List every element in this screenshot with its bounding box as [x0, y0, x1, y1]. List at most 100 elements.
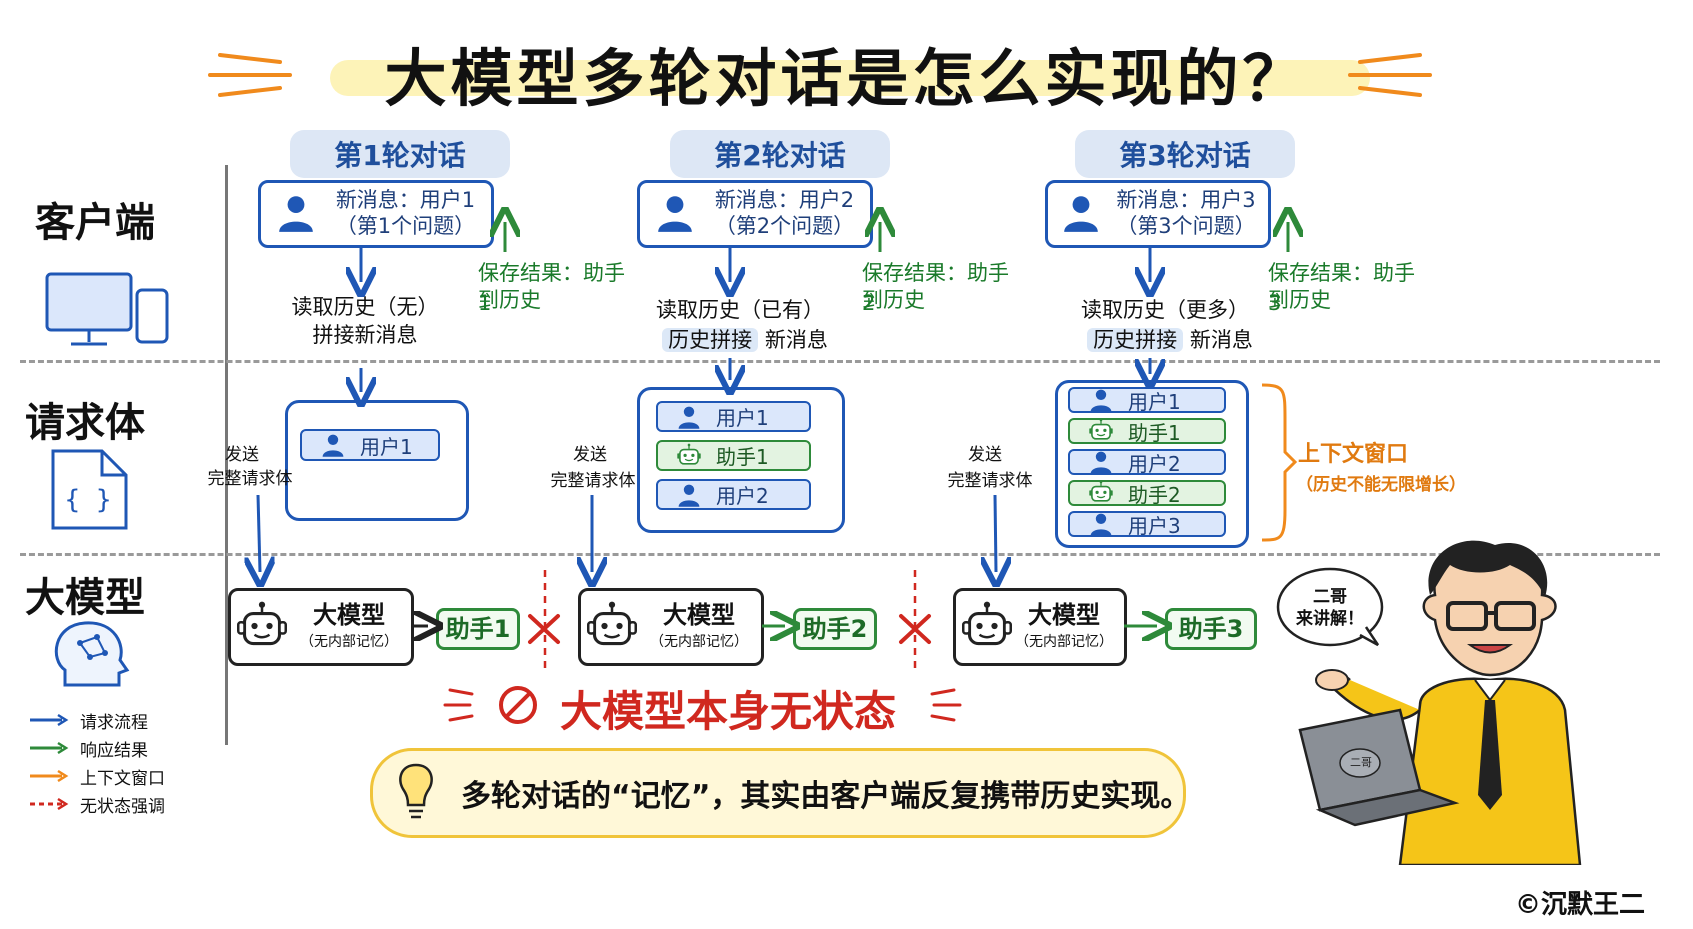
legend-item: 响应结果 — [28, 736, 218, 761]
round-3-read-tail: 新消息 — [1189, 328, 1253, 352]
round-1-msg-line2: （第1个问题） — [335, 214, 476, 238]
row-label-client: 客户端 — [35, 200, 155, 246]
legend-item: 上下文窗口 — [28, 764, 218, 789]
legend-label: 响应结果 — [80, 741, 148, 761]
round-3-read-line2: 历史拼接 新消息 — [1085, 325, 1255, 355]
row-label-request: 请求体 — [25, 400, 145, 446]
round-3-title: 第3轮对话 — [1075, 130, 1295, 178]
devices-icon — [45, 272, 169, 346]
chip-label: 用户1 — [716, 406, 769, 430]
round-1-model-sub: （无内部记忆） — [300, 634, 398, 650]
round-1-send-line2: 完整请求体 — [207, 469, 293, 489]
row-label-model: 大模型 — [25, 575, 145, 621]
round-2-read-line1: 读取历史（已有） — [656, 298, 824, 322]
stateless-banner: 大模型本身无状态 — [560, 687, 897, 736]
round-3-save-line1: 保存结果：助手3 — [1268, 261, 1415, 315]
legend-swatch — [30, 797, 69, 811]
round-2-send-line2: 完整请求体 — [550, 471, 636, 491]
assistant-message-chip: 助手1 — [656, 440, 811, 471]
note-text: 多轮对话的“记忆”，其实由客户端反复携带历史实现。 — [461, 779, 1191, 814]
round-3-read-highlight: 历史拼接 — [1087, 328, 1184, 352]
chip-label: 用户2 — [716, 484, 769, 508]
chip-label: 助手2 — [1128, 482, 1181, 507]
round-2-msg-line2: （第2个问题） — [714, 214, 855, 238]
round-2-save-line1: 保存结果：助手2 — [862, 261, 1009, 315]
laptop-label: 二哥 — [1350, 756, 1372, 769]
user-message-chip: 用户3 — [1068, 511, 1226, 538]
round-3-save-line2: 到历史 — [1268, 288, 1331, 312]
round-3-model-name: 大模型 — [1028, 601, 1100, 629]
chip-label: 助手1 — [1128, 420, 1181, 445]
context-window-title: 上下文窗口 — [1298, 442, 1409, 467]
round-3-send-line1: 发送 — [968, 445, 1002, 465]
key-insight-note: 多轮对话的“记忆”，其实由客户端反复携带历史实现。 — [370, 748, 1190, 838]
chip-label: 用户1 — [1128, 389, 1181, 414]
chip-label: 用户1 — [360, 434, 413, 459]
round-2-msg-line1: 新消息：用户2 — [714, 188, 855, 212]
user-message-chip: 用户2 — [656, 479, 811, 510]
assistant-message-chip: 助手2 — [1068, 480, 1226, 507]
user-message-chip: 用户1 — [656, 401, 811, 432]
round-3-msg-line2: （第3个问题） — [1116, 214, 1256, 238]
legend-label: 请求流程 — [80, 713, 148, 733]
round-1-read-line1: 读取历史（无） — [291, 295, 439, 319]
legend-swatch — [30, 741, 69, 755]
round-3-msg-line1: 新消息：用户3 — [1116, 188, 1256, 212]
legend-swatch — [30, 713, 69, 727]
round-2-model-box: 大模型 （无内部记忆） — [578, 588, 764, 666]
round-1-send-line1: 发送 — [225, 445, 259, 465]
lightbulb-icon — [399, 763, 433, 819]
chip-label: 用户3 — [1128, 513, 1181, 538]
legend-label: 上下文窗口 — [80, 769, 165, 789]
row-divider-vertical — [225, 165, 228, 745]
round-3-model-sub: （无内部记忆） — [1015, 634, 1113, 650]
svg-text:{ }: { } — [65, 485, 112, 515]
round-2-save-line2: 到历史 — [862, 288, 925, 312]
chip-label: 用户2 — [1128, 451, 1181, 476]
legend-item: 请求流程 — [28, 708, 218, 733]
round-2-model-sub: （无内部记忆） — [650, 634, 748, 650]
round-2-read-line2: 历史拼接 新消息 — [660, 325, 830, 355]
brain-head-icon — [54, 621, 130, 687]
round-2-model-name: 大模型 — [663, 601, 735, 629]
json-file-icon: { } — [51, 449, 128, 530]
title-accent-right — [1348, 53, 1432, 97]
round-3-output: 助手3 — [1165, 608, 1257, 650]
round-1-save-line1: 保存结果：助手1 — [478, 261, 625, 315]
round-3-new-message: 新消息：用户3 （第3个问题） — [1045, 180, 1271, 248]
round-2-new-message: 新消息：用户2 （第2个问题） — [637, 180, 873, 248]
round-2-output: 助手2 — [793, 608, 877, 650]
row-divider-2 — [20, 553, 1660, 556]
chip-label: 助手1 — [716, 445, 769, 469]
assistant-message-chip: 助手1 — [1068, 418, 1226, 445]
row-divider-1 — [20, 360, 1660, 363]
round-3-send-line2: 完整请求体 — [947, 471, 1033, 491]
legend-swatch — [30, 769, 69, 783]
round-1-new-message: 新消息：用户1 （第1个问题） — [258, 180, 494, 248]
round-1-title: 第1轮对话 — [290, 130, 510, 178]
legend-label: 无状态强调 — [80, 797, 165, 817]
round-2-read-highlight: 历史拼接 — [662, 328, 759, 352]
round-2-read-tail: 新消息 — [764, 328, 828, 352]
speech-bubble-line2: 来讲解！ — [1296, 609, 1364, 629]
round-1-output: 助手1 — [436, 608, 520, 650]
presenter-illustration — [1276, 540, 1582, 865]
round-3-model-box: 大模型 （无内部记忆） — [953, 588, 1127, 666]
user-message-chip: 用户2 — [1068, 449, 1226, 476]
round-2-title: 第2轮对话 — [670, 130, 890, 178]
title-highlight — [330, 60, 1370, 96]
page-title: 大模型多轮对话是怎么实现的？ — [384, 42, 1309, 115]
copyright: ©沉默王二 — [1515, 890, 1646, 920]
user-message-chip: 用户1 — [1068, 387, 1226, 414]
round-3-read-line1: 读取历史（更多） — [1081, 298, 1249, 322]
context-window-note: （历史不能无限增长） — [1296, 475, 1466, 495]
round-2-send-line1: 发送 — [573, 445, 607, 465]
title-accent-left — [208, 53, 292, 97]
round-1-read-line2: 拼接新消息 — [312, 323, 418, 347]
round-1-model-name: 大模型 — [313, 601, 385, 629]
round-1-model-box: 大模型 （无内部记忆） — [228, 588, 414, 666]
speech-bubble-line1: 二哥 — [1313, 587, 1347, 607]
round-1-msg-line1: 新消息：用户1 — [335, 188, 476, 212]
user-message-chip: 用户1 — [300, 429, 440, 461]
legend-item: 无状态强调 — [28, 792, 218, 817]
